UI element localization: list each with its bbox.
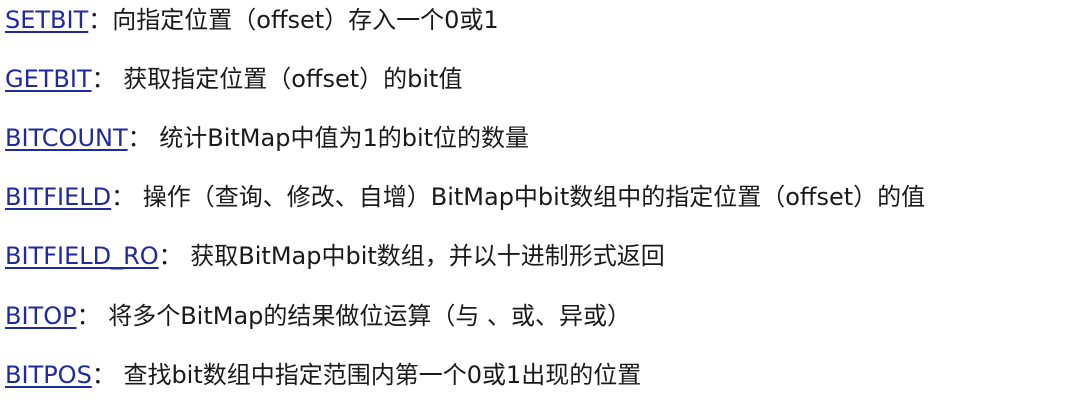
command-description-bitpos: ： 查找bit数组中指定范围内第一个0或1出现的位置	[91, 361, 642, 389]
list-item-setbit: SETBIT：向指定位置（offset）存入一个0或1	[5, 0, 499, 40]
list-item-bitop: BITOP： 将多个BitMap的结果做位运算（与 、或、异或）	[5, 296, 631, 336]
command-description-setbit: ：向指定位置（offset）存入一个0或1	[88, 6, 499, 34]
list-item-bitpos: BITPOS： 查找bit数组中指定范围内第一个0或1出现的位置	[5, 355, 641, 395]
command-description-bitfield-ro: ： 获取BitMap中bit数组，并以十进制形式返回	[158, 242, 665, 270]
command-description-bitfield: ： 操作（查询、修改、自增）BitMap中bit数组中的指定位置（offset）…	[111, 183, 926, 211]
command-link-bitcount[interactable]: BITCOUNT	[5, 124, 128, 152]
command-link-setbit[interactable]: SETBIT	[5, 6, 89, 34]
command-link-bitpos[interactable]: BITPOS	[5, 361, 92, 389]
list-item-bitfield: BITFIELD： 操作（查询、修改、自增）BitMap中bit数组中的指定位置…	[5, 177, 925, 217]
command-link-bitop[interactable]: BITOP	[5, 302, 77, 330]
command-link-bitfield-ro[interactable]: BITFIELD_RO	[5, 242, 159, 270]
list-item-getbit: GETBIT： 获取指定位置（offset）的bit值	[5, 59, 462, 99]
list-item-bitcount: BITCOUNT： 统计BitMap中值为1的bit位的数量	[5, 118, 529, 158]
command-description-getbit: ： 获取指定位置（offset）的bit值	[91, 65, 463, 93]
command-description-bitop: ： 将多个BitMap的结果做位运算（与 、或、异或）	[76, 302, 632, 330]
command-link-getbit[interactable]: GETBIT	[5, 65, 92, 93]
command-link-bitfield[interactable]: BITFIELD	[5, 183, 112, 211]
list-item-bitfield-ro: BITFIELD_RO： 获取BitMap中bit数组，并以十进制形式返回	[5, 236, 665, 276]
command-description-bitcount: ： 统计BitMap中值为1的bit位的数量	[127, 124, 530, 152]
